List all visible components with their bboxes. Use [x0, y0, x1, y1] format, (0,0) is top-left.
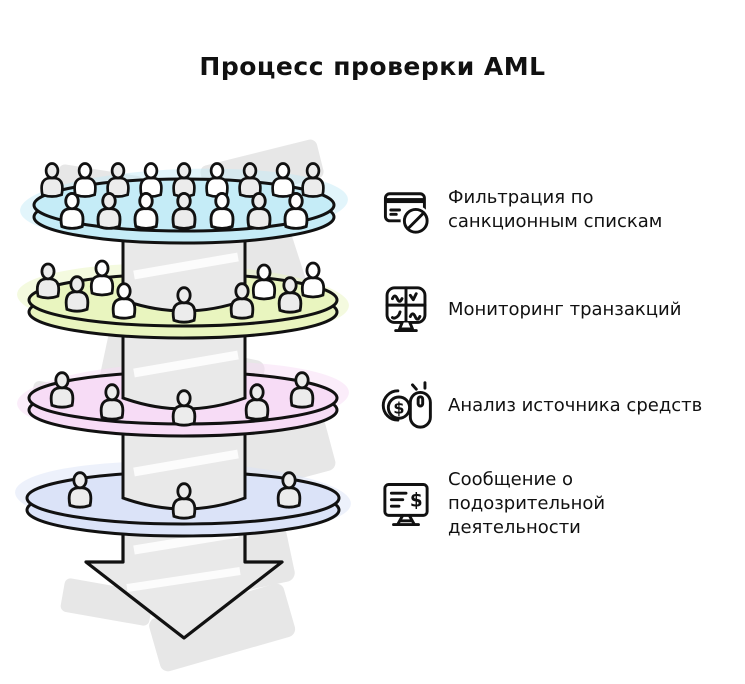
person-icon [172, 162, 196, 198]
legend-item-funds-source-analysis: $ Анализ источника средств [380, 380, 702, 432]
aml-funnel-diagram [15, 139, 351, 672]
funds-source-coin-mouse-icon: $ [381, 381, 432, 429]
suspicious-activity-report-icon: $ [383, 482, 429, 526]
legend-item-label: Сообщение о подозрительной деятельности [448, 469, 606, 538]
legend-item-label: Фильтрация по санкционным спискам [448, 187, 663, 232]
legend-item-transaction-monitoring: Мониторинг транзакций [380, 284, 681, 336]
dollar-glyph: $ [410, 490, 423, 511]
person-icon [35, 262, 61, 300]
person-icon [106, 162, 130, 198]
transaction-monitor-icon [385, 286, 427, 333]
page-title: Процесс проверки AML [199, 52, 546, 81]
sanctions-card-blocked-icon [383, 192, 431, 236]
dollar-glyph: $ [393, 398, 404, 417]
legend-item-label: Мониторинг транзакций [448, 299, 682, 321]
legend-item-sanctions-filter: Фильтрация по санкционным спискам [380, 184, 674, 236]
legend-item-suspicious-activity-report: $ Сообщение о подозрительной деятельност… [380, 468, 648, 539]
legend-item-label: Анализ источника средств [448, 395, 703, 417]
person-icon [300, 261, 326, 299]
person-icon [139, 162, 163, 198]
